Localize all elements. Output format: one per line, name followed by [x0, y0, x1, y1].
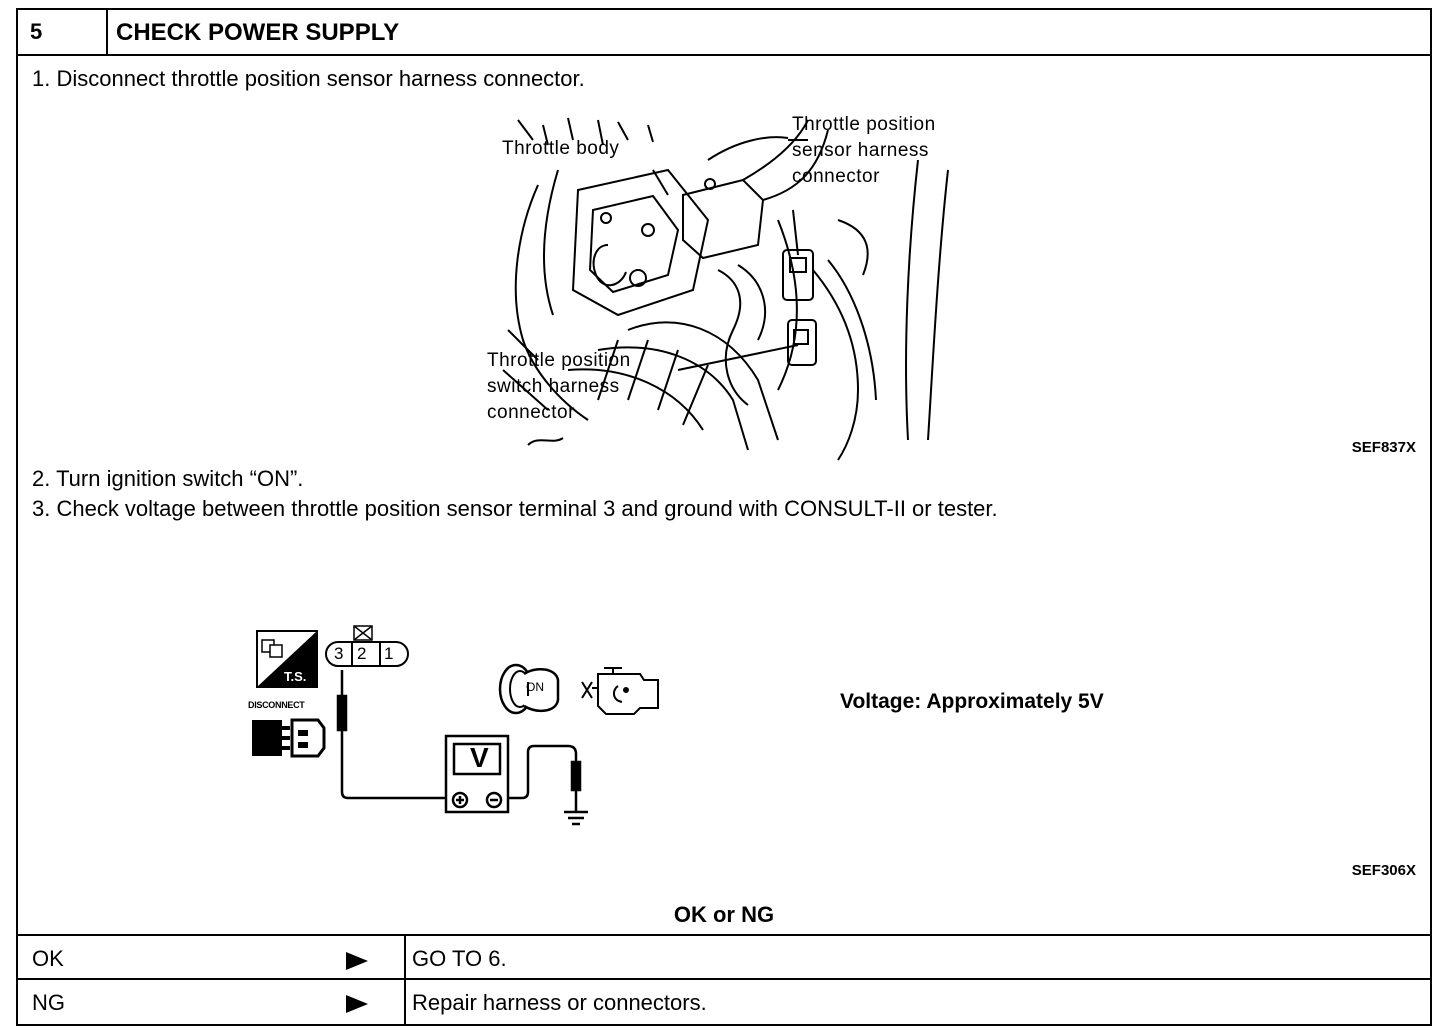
- step-number: 5: [30, 19, 43, 44]
- figure-1-ref-code: SEF837X: [1351, 439, 1416, 456]
- disconnect-label: DISCONNECT: [248, 700, 305, 710]
- procedure-table: 5 CHECK POWER SUPPLY 1. Disconnect throt…: [16, 8, 1432, 1026]
- voltage-spec: Voltage: Approximately 5V: [840, 690, 1104, 713]
- step-1-text: 1. Disconnect throttle position sensor h…: [32, 66, 585, 91]
- arrow-right-icon: [346, 952, 368, 970]
- voltmeter-label: V: [470, 742, 489, 773]
- callout-switch-connector: Throttle position switch harness connect…: [487, 350, 631, 423]
- result-ng-label: NG: [32, 990, 65, 1015]
- ignition-key-icon: [498, 663, 560, 715]
- results-top-divider: [18, 934, 1430, 936]
- result-heading: OK or NG: [673, 902, 775, 927]
- ts-badge-label: T.S.: [284, 669, 307, 684]
- throttle-body-illustration: [502, 117, 949, 461]
- step-3-text: 3. Check voltage between throttle positi…: [32, 496, 998, 521]
- result-ng-action: Repair harness or connectors.: [412, 990, 707, 1015]
- header-divider: [18, 54, 1430, 56]
- terminal-3: 3: [334, 644, 344, 663]
- arrow-right-icon: [346, 995, 368, 1013]
- terminal-2: 2: [357, 644, 367, 663]
- disconnect-connector-icon: [252, 718, 326, 758]
- ts-badge-icon: [256, 630, 318, 688]
- result-ok-action: GO TO 6.: [412, 946, 507, 971]
- results-column-divider: [404, 934, 406, 1026]
- figure-2-ref-code: SEF306X: [1351, 862, 1416, 879]
- header-column-divider: [106, 10, 108, 54]
- voltmeter-circuit-diagram: [336, 670, 588, 826]
- step-title: CHECK POWER SUPPLY: [116, 19, 400, 46]
- result-ok-label: OK: [32, 946, 64, 971]
- callout-throttle-body: Throttle body: [502, 138, 620, 159]
- results-row-divider: [18, 978, 1430, 980]
- ignition-on-label: ON: [526, 680, 544, 694]
- step-2-text: 2. Turn ignition switch “ON”.: [32, 466, 304, 491]
- callout-sensor-connector: Throttle position sensor harness connect…: [792, 114, 936, 187]
- engine-icon: [581, 667, 659, 715]
- sensor-connector-icon: [325, 625, 409, 667]
- terminal-1: 1: [384, 644, 394, 663]
